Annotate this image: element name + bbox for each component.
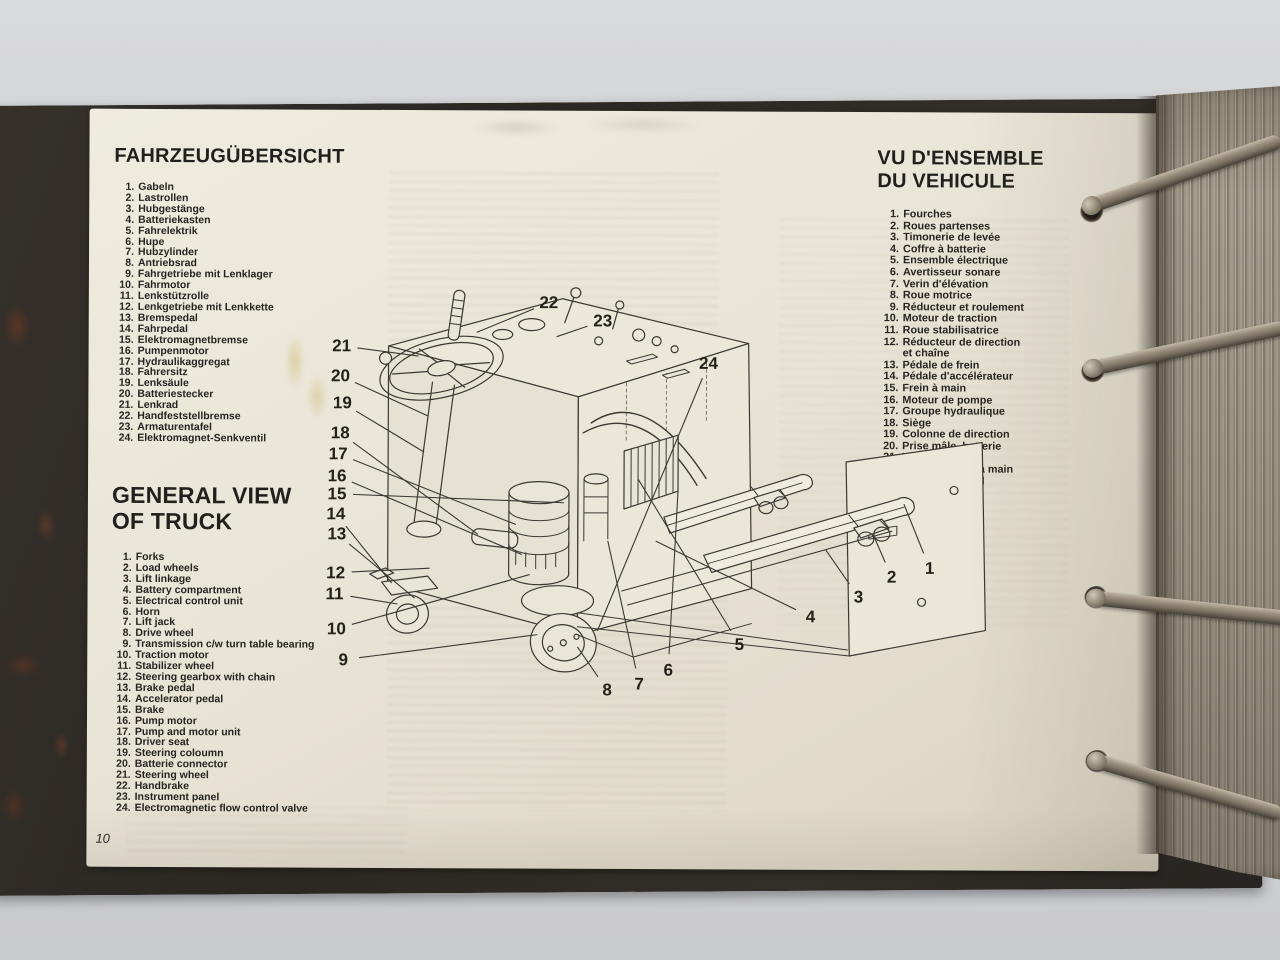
diagram-callout-22: 22: [539, 293, 558, 312]
callout-leader-line: [357, 347, 419, 357]
diagram-callout-17: 17: [329, 444, 348, 463]
smudge-mark: [419, 110, 740, 146]
driver-seat-drawing: [471, 528, 519, 549]
handbrake-lever-drawing: [447, 289, 466, 341]
diagram-callout-5: 5: [735, 635, 745, 654]
diagram-callout-16: 16: [328, 466, 347, 485]
callout-leader-line: [825, 549, 850, 585]
french-title-line2: DU VEHICULE: [877, 170, 1016, 193]
callout-leader-line: [351, 481, 522, 556]
callout-leader-line: [596, 377, 703, 632]
callout-leader-line: [351, 574, 530, 625]
english-title-line2: OF TRUCK: [111, 507, 233, 535]
diagram-callout-7: 7: [634, 675, 644, 694]
diagram-callout-20: 20: [331, 366, 350, 385]
diagram-callout-11: 11: [326, 584, 344, 603]
callout-leader-line: [352, 493, 564, 504]
fork-drawing: [703, 497, 915, 573]
callout-leader-line: [637, 478, 732, 632]
diagram-callout-24: 24: [699, 354, 719, 373]
callout-leader-line: [903, 504, 925, 554]
diagram-callout-18: 18: [331, 423, 350, 442]
callout-leader-line: [476, 308, 535, 333]
diagram-callout-23: 23: [593, 311, 612, 330]
callout-leader-line: [354, 381, 429, 417]
drive-wheel-drawing: [529, 613, 597, 673]
callout-leader-line: [345, 525, 393, 584]
diagram-callout-6: 6: [663, 661, 673, 680]
page-stack: [1156, 86, 1280, 880]
french-section-title: VU D'ENSEMBLE DU VEHICULE: [877, 147, 1043, 194]
diagram-callout-4: 4: [806, 607, 816, 626]
callout-leader-line: [655, 540, 797, 611]
callout-leader-line: [873, 535, 886, 563]
callout-leader-line: [351, 567, 430, 573]
callout-leader-line: [668, 491, 679, 655]
pump-motor-drawing: [508, 481, 570, 586]
french-title-line1: VU D'ENSEMBLE: [877, 147, 1044, 170]
callout-leader-line: [352, 441, 479, 535]
diagram-callout-19: 19: [333, 393, 352, 412]
diagram-callout-1: 1: [925, 559, 935, 578]
diagram-callout-14: 14: [326, 504, 346, 523]
list-item: 24.Electromagnetic flow control valve: [115, 801, 308, 815]
battery-panel-drawing: [845, 441, 986, 657]
german-section-title: FAHRZEUGÜBERSICHT: [114, 144, 345, 168]
callout-leader-line: [352, 459, 517, 526]
stabilizer-wheel-drawing: [385, 594, 430, 634]
diagram-callout-12: 12: [326, 563, 345, 582]
fork-drawing: [663, 473, 814, 534]
english-title-line1: GENERAL VIEW: [111, 481, 292, 509]
diagram-callout-15: 15: [327, 484, 346, 503]
diagram-callout-13: 13: [327, 524, 346, 543]
diagram-callout-9: 9: [338, 650, 348, 669]
callout-leader-line: [607, 540, 637, 669]
diagram-callout-21: 21: [332, 336, 351, 355]
steering-wheel-drawing: [378, 335, 504, 401]
callout-leader-line: [355, 410, 425, 453]
callout-leader-line: [359, 634, 538, 659]
lift-jack-drawing: [583, 473, 609, 542]
diagram-callout-10: 10: [327, 619, 346, 638]
callout-leader-line: [556, 325, 588, 338]
list-item: 24.Elektromagnet-Senkventil: [118, 431, 267, 445]
callout-leader-line: [576, 646, 599, 678]
callout-leader-line: [350, 595, 398, 605]
diagram-callout-8: 8: [602, 680, 612, 699]
page-number: 10: [95, 830, 110, 846]
diagram-callout-2: 2: [887, 568, 897, 587]
diagram-callout-3: 3: [854, 588, 864, 607]
english-section-title: GENERAL VIEW OF TRUCK: [112, 482, 292, 535]
